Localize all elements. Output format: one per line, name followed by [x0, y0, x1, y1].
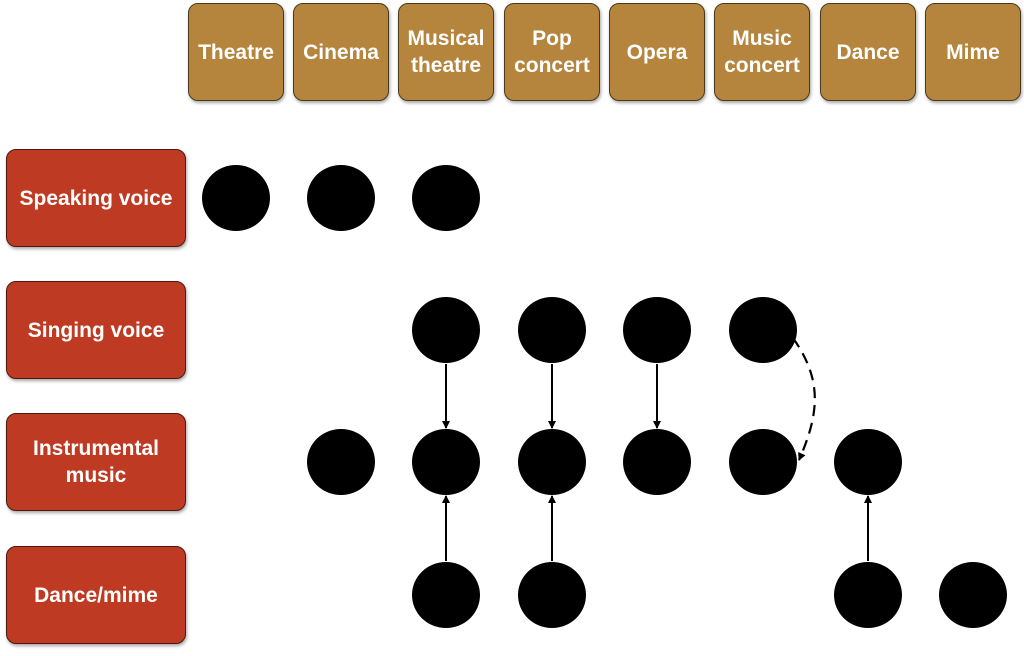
dot-r3-c2 — [412, 562, 480, 628]
dashed-arrow-6 — [792, 337, 816, 461]
dot-r0-c0 — [202, 165, 270, 231]
row-header-singing-voice: Singing voice — [6, 281, 186, 379]
dot-r1-c5 — [729, 297, 797, 363]
dot-r0-c1 — [307, 165, 375, 231]
dot-r2-c4 — [623, 429, 691, 495]
row-header-speaking-voice: Speaking voice — [6, 149, 186, 247]
column-header-musical-theatre: Musical theatre — [398, 3, 494, 101]
dot-r3-c3 — [518, 562, 586, 628]
dot-r2-c1 — [307, 429, 375, 495]
column-header-dance: Dance — [820, 3, 916, 101]
dot-r1-c4 — [623, 297, 691, 363]
column-header-theatre: Theatre — [188, 3, 284, 101]
dot-r2-c2 — [412, 429, 480, 495]
dot-r0-c2 — [412, 165, 480, 231]
column-header-opera: Opera — [609, 3, 705, 101]
column-header-pop-concert: Pop concert — [504, 3, 600, 101]
dot-r1-c3 — [518, 297, 586, 363]
dot-r2-c3 — [518, 429, 586, 495]
row-header-instrumental-music: Instrumental music — [6, 413, 186, 511]
dot-r3-c6 — [834, 562, 902, 628]
column-header-mime: Mime — [925, 3, 1021, 101]
dot-r2-c5 — [729, 429, 797, 495]
dot-r3-c7 — [939, 562, 1007, 628]
dot-r1-c2 — [412, 297, 480, 363]
dot-r2-c6 — [834, 429, 902, 495]
row-header-dance-mime: Dance/mime — [6, 546, 186, 644]
column-header-cinema: Cinema — [293, 3, 389, 101]
column-header-music-concert: Music concert — [714, 3, 810, 101]
